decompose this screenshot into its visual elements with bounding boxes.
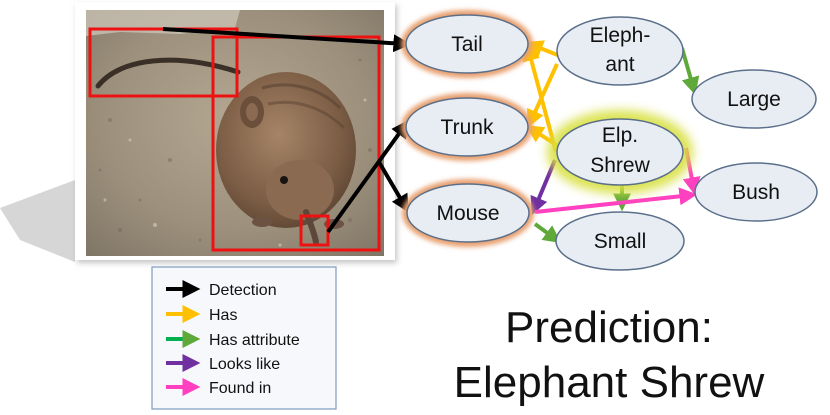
node-trunk: Trunk (401, 93, 533, 161)
edge-detection-trunk (326, 119, 410, 234)
photo-shadow-wedge (0, 180, 75, 262)
prediction-value: Elephant Shrew (454, 358, 765, 407)
edge-attr-elephant-large (680, 47, 700, 96)
legend-item-looks-like: Looks like (166, 354, 280, 373)
edge-attr-mouse-small (533, 222, 562, 244)
edges (162, 27, 701, 244)
legend-label-found-in: Found in (209, 380, 271, 397)
legend: Detection Has Has attribute Looks like F… (151, 266, 337, 410)
node-elephant: Eleph- ant (556, 16, 684, 86)
node-elephant-label-1: Eleph- (590, 24, 651, 47)
shrew-photo-content (86, 10, 384, 256)
edge-foundin-mouse-bush (534, 187, 698, 214)
edge-has-shrew-tail (522, 42, 558, 153)
node-elephant-label-2: ant (605, 53, 634, 76)
node-large: Large (691, 69, 817, 129)
node-small-label: Small (594, 230, 647, 253)
node-large-label: Large (727, 88, 781, 111)
node-mouse: Mouse (402, 179, 534, 247)
legend-label-looks-like: Looks like (209, 356, 280, 373)
legend-label-detection: Detection (209, 282, 277, 299)
legend-label-has-attribute: Has attribute (209, 332, 300, 349)
node-trunk-label: Trunk (441, 116, 494, 139)
legend-item-has-attribute: Has attribute (166, 330, 300, 349)
node-tail-label: Tail (451, 33, 483, 56)
node-small: Small (555, 211, 685, 271)
legend-item-detection: Detection (166, 280, 277, 299)
node-mouse-label: Mouse (436, 202, 499, 225)
edge-detection-tail (162, 27, 412, 53)
node-elp-shrew: Elp. Shrew (547, 110, 693, 194)
node-tail: Tail (401, 10, 533, 78)
prediction-heading: Prediction: (505, 303, 713, 352)
node-elp-shrew-label-1: Elp. (602, 124, 638, 147)
edge-has-elephant-tail (524, 40, 561, 58)
node-elp-shrew-label-2: Shrew (590, 154, 650, 177)
edge-lookslike-shrew-mouse (530, 159, 557, 215)
node-bush: Bush (694, 162, 818, 222)
legend-item-has: Has (166, 305, 237, 324)
node-bush-label: Bush (732, 181, 780, 204)
edge-detection-mouse (377, 160, 409, 213)
edge-has-elephant-trunk (527, 63, 559, 128)
legend-item-found-in: Found in (166, 378, 271, 397)
legend-label-has: Has (209, 307, 237, 324)
